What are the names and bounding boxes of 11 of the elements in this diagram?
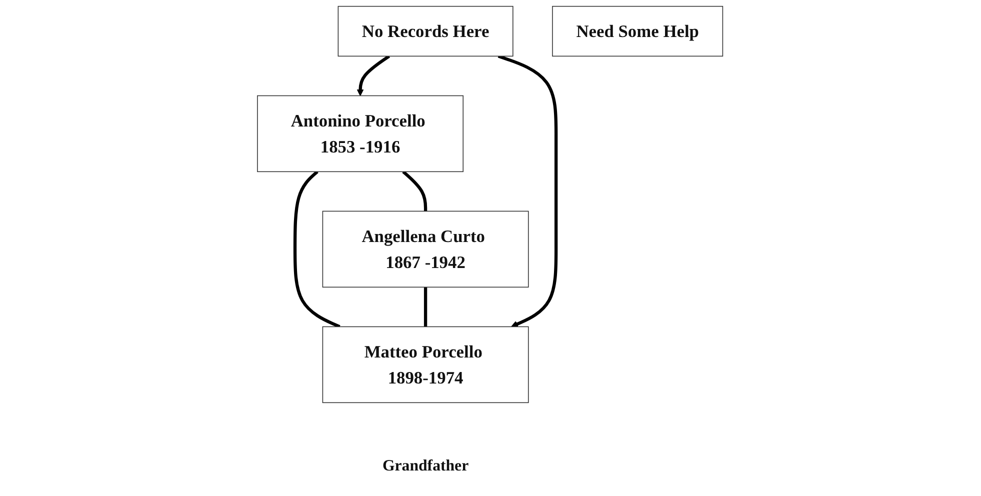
node-box: Need Some Help bbox=[552, 6, 724, 57]
connector bbox=[424, 287, 428, 327]
node-box: Angellena Curto 1867 -1942 bbox=[322, 210, 530, 288]
connector bbox=[294, 170, 341, 328]
arrow bbox=[498, 54, 558, 328]
connector bbox=[402, 170, 428, 212]
node-label: Grandfather bbox=[382, 457, 470, 475]
node-box: Matteo Porcello 1898-1974 bbox=[322, 326, 530, 404]
arrow bbox=[357, 54, 390, 96]
node-box: Antonino Porcello 1853 -1916 bbox=[257, 95, 464, 172]
node-box: No Records Here bbox=[338, 6, 514, 57]
